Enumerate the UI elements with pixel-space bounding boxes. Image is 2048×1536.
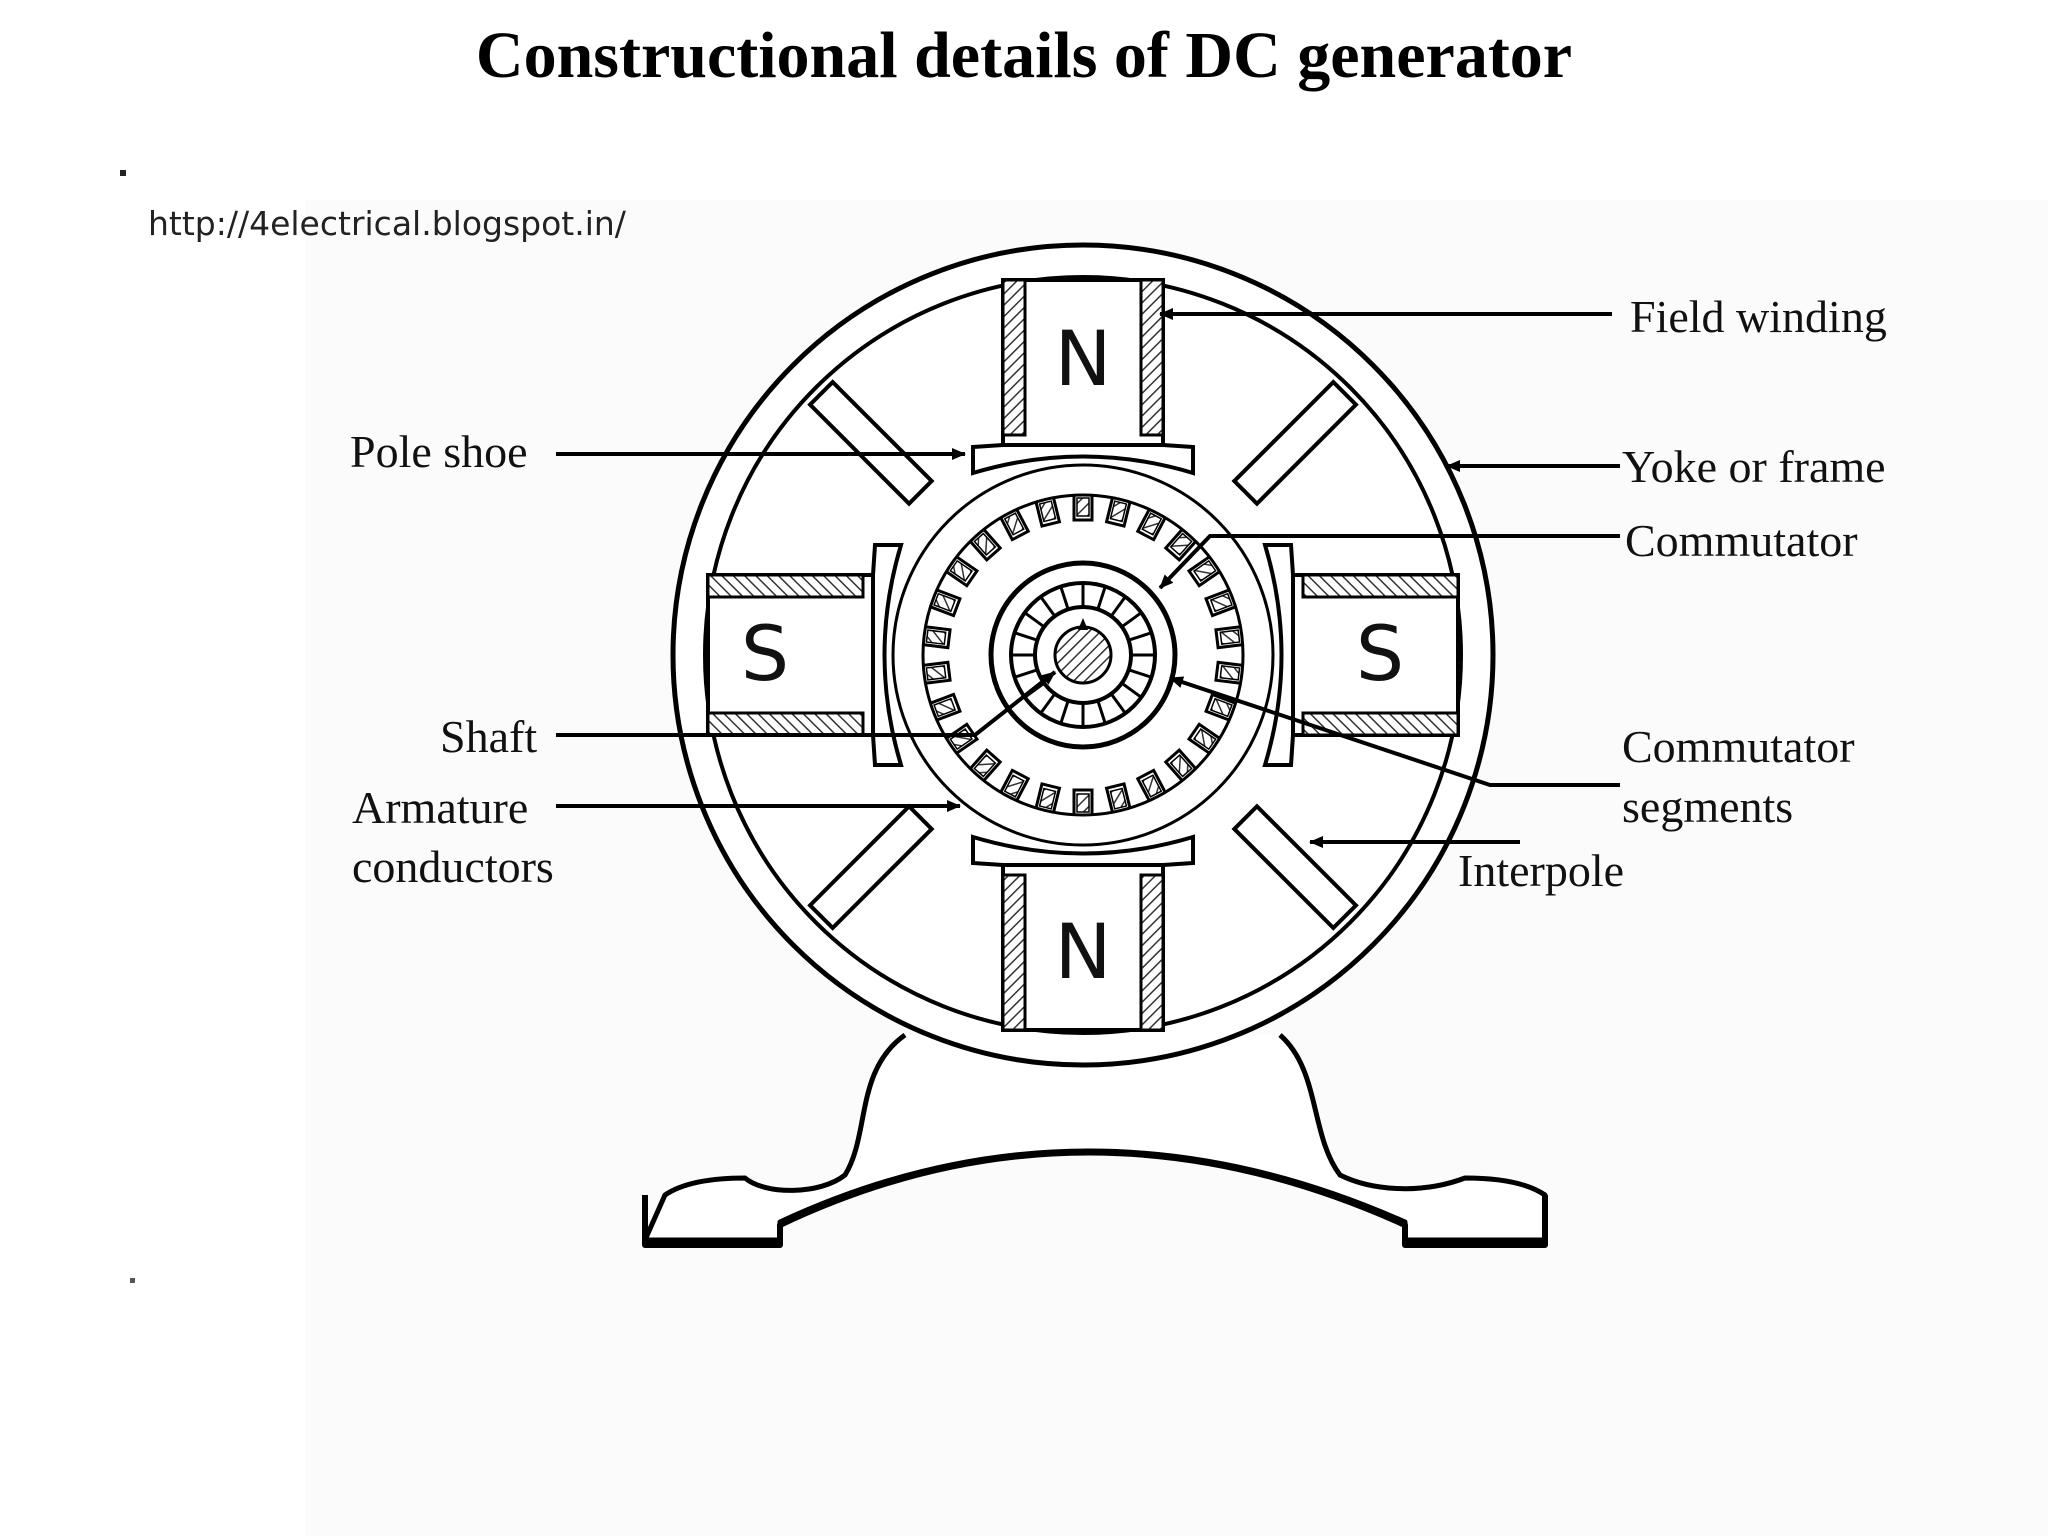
armature-slot — [1163, 528, 1197, 563]
label-armature-conductors-1: Armature — [352, 782, 528, 833]
armature-slot — [1186, 722, 1221, 755]
commutator-segments — [1011, 583, 1155, 727]
commutator-segment-divider — [1110, 692, 1127, 715]
commutator-segment-divider — [1039, 692, 1056, 715]
commutator-segment-divider — [1120, 682, 1143, 699]
armature-slot — [969, 528, 1003, 563]
shaft — [1053, 618, 1113, 685]
armature-slot — [1104, 782, 1132, 813]
commutator-segment-divider — [1096, 700, 1107, 724]
commutator-segment-divider — [1014, 668, 1038, 679]
armature-slot — [1214, 625, 1244, 650]
armature-slot — [999, 508, 1031, 542]
armature-slot — [1072, 495, 1094, 522]
pole-label-north-bottom: N — [1055, 907, 1112, 996]
stray-dot — [130, 1278, 135, 1283]
leader-commutator-segments — [1169, 676, 1620, 787]
slide-title: Constructional details of DC generator — [475, 19, 1573, 92]
commutator-segment-divider — [1120, 611, 1143, 628]
label-commutator-segments-1: Commutator — [1622, 721, 1855, 772]
armature-slot — [1204, 692, 1237, 722]
interpoles — [807, 379, 1359, 931]
armature-slot — [1104, 497, 1132, 528]
commutator-segment-divider — [1023, 611, 1046, 628]
armature-slot — [1186, 555, 1221, 588]
armature-slot — [1034, 497, 1062, 528]
pole-south-right — [1262, 543, 1460, 767]
label-shaft: Shaft — [440, 711, 537, 762]
watermark-mark — [120, 170, 126, 176]
commutator-segment-divider — [1096, 586, 1107, 610]
leader-shaft — [556, 670, 1057, 737]
pole-label-north-top: N — [1055, 314, 1112, 403]
armature-slot — [1204, 588, 1237, 618]
pole-north-bottom — [971, 834, 1195, 1032]
commutator-segment-divider — [1014, 631, 1038, 642]
commutator-segment-divider — [1059, 700, 1070, 724]
commutator-segment-divider — [1039, 595, 1056, 618]
armature-slot — [945, 555, 980, 588]
armature-slot — [1214, 660, 1244, 685]
armature-slot — [929, 692, 962, 722]
label-yoke-or-frame: Yoke or frame — [1622, 441, 1886, 492]
commutator-segment-divider — [1110, 595, 1127, 618]
armature-slot — [1163, 747, 1197, 782]
armature-slot — [999, 768, 1031, 802]
label-field-winding: Field winding — [1630, 291, 1887, 342]
armature-slot — [922, 625, 952, 650]
pole-south-left — [706, 543, 904, 767]
armature-slot — [929, 588, 962, 618]
armature-slot — [1135, 768, 1167, 802]
label-armature-conductors-2: conductors — [352, 841, 554, 892]
armature-slot — [1072, 788, 1094, 815]
base-stand — [642, 1032, 1548, 1248]
pole-label-south-left: S — [741, 609, 789, 698]
armature-core-outline — [921, 493, 1245, 817]
interpole-top-left — [807, 803, 935, 931]
pole-north-top — [971, 278, 1195, 476]
commutator-segment-divider — [1059, 586, 1070, 610]
label-pole-shoe: Pole shoe — [350, 426, 528, 477]
leader-commutator — [1158, 534, 1620, 590]
armature-slot — [1034, 782, 1062, 813]
main-poles — [706, 278, 1460, 1032]
armature-conductors — [921, 493, 1245, 817]
armature-slot — [922, 660, 952, 685]
label-commutator-segments-2: segments — [1622, 781, 1793, 832]
commutator-segment-divider — [1128, 668, 1152, 679]
interpole-bottom-left — [1231, 803, 1359, 931]
commutator-segment-divider — [1128, 631, 1152, 642]
pole-label-south-right: S — [1356, 609, 1404, 698]
armature-slot — [969, 747, 1003, 782]
watermark-url: http://4electrical.blogspot.in/ — [148, 204, 627, 243]
leader-lines — [556, 308, 1620, 848]
label-interpole: Interpole — [1458, 845, 1624, 896]
interpole-bottom-right — [1231, 379, 1359, 507]
label-commutator: Commutator — [1625, 515, 1858, 566]
armature-slot — [1135, 508, 1167, 542]
